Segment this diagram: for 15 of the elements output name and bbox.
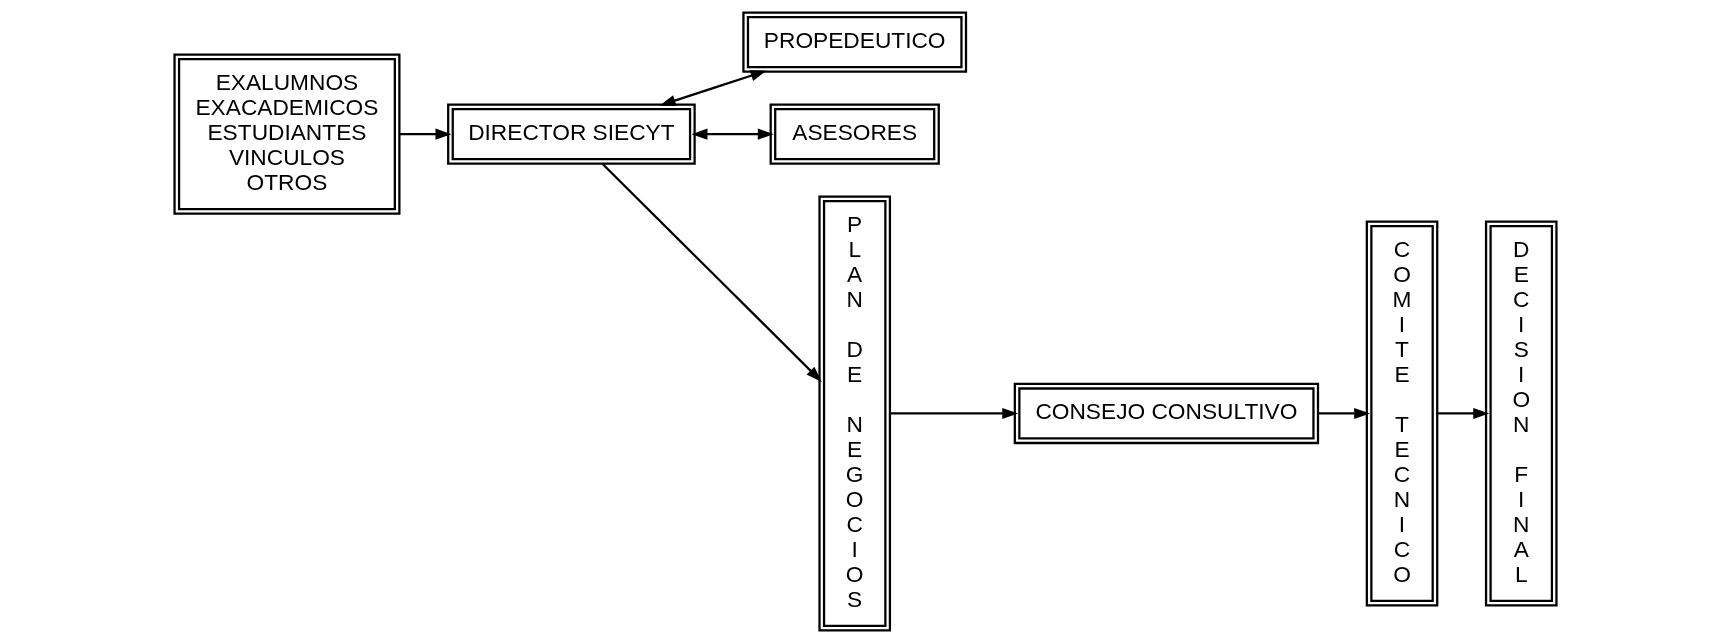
arrow bbox=[1317, 407, 1370, 420]
node-box: PLAN DE NEGOCIOS bbox=[817, 195, 891, 632]
arrow bbox=[1436, 407, 1489, 420]
node-box: ASESORES bbox=[769, 103, 940, 165]
arrow bbox=[889, 407, 1018, 420]
arrow bbox=[399, 128, 451, 140]
arrow bbox=[659, 70, 767, 106]
node-box: CONSEJO CONSULTIVO bbox=[1013, 382, 1319, 445]
node-box: DIRECTOR SIECYT bbox=[446, 103, 696, 165]
node-box: COMITE TECNICO bbox=[1365, 220, 1438, 607]
arrow bbox=[601, 163, 822, 382]
node-box: PROPEDEUTICO bbox=[741, 11, 967, 73]
arrow bbox=[691, 128, 774, 140]
node-box: EXALUMNOS EXACADEMICOS ESTUDIANTES VINCULOS OTROS bbox=[172, 53, 400, 215]
node-box: DECISION FINAL bbox=[1484, 220, 1558, 607]
